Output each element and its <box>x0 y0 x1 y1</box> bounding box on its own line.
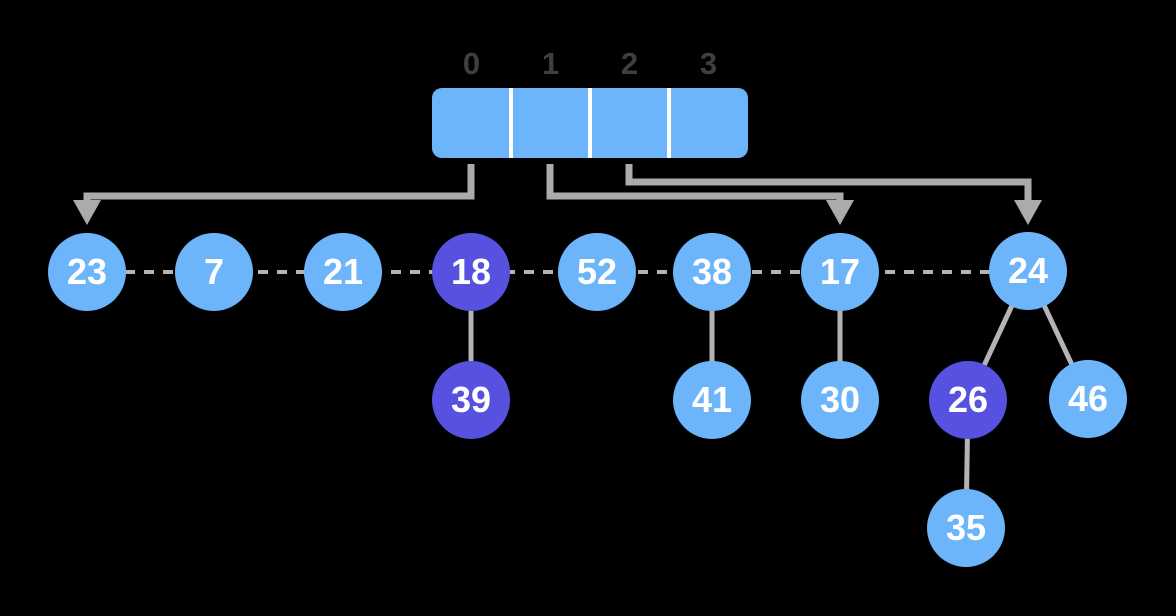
heap-node-21: 21 <box>304 233 382 311</box>
heap-node-7: 7 <box>175 233 253 311</box>
heap-node-26: 26 <box>929 361 1007 439</box>
heap-node-39: 39 <box>432 361 510 439</box>
heap-node-30: 30 <box>801 361 879 439</box>
array-index-label-0: 0 <box>462 46 481 81</box>
heap-node-38: 38 <box>673 233 751 311</box>
heap-node-17: 17 <box>801 233 879 311</box>
arrowhead-bucket1-icon <box>826 200 854 225</box>
arrow-bucket2-to-24 <box>625 164 1032 201</box>
array-index-label-2: 2 <box>620 46 639 81</box>
array-cell-divider <box>588 88 592 158</box>
heap-node-41: 41 <box>673 361 751 439</box>
heap-node-24: 24 <box>989 232 1067 310</box>
heap-node-18: 18 <box>432 233 510 311</box>
array-cell-divider <box>509 88 513 158</box>
array-cell-divider <box>667 88 671 158</box>
arrowhead-bucket0-icon <box>73 200 101 225</box>
array-index-label-3: 3 <box>699 46 718 81</box>
array-index-label-1: 1 <box>541 46 560 81</box>
arrow-bucket0-to-23 <box>83 164 475 201</box>
heap-node-46: 46 <box>1049 360 1127 438</box>
heap-node-23: 23 <box>48 233 126 311</box>
heap-node-52: 52 <box>558 233 636 311</box>
arrowhead-bucket2-icon <box>1014 200 1042 225</box>
heap-node-35: 35 <box>927 489 1005 567</box>
arrow-bucket1-to-17 <box>546 164 844 201</box>
degree-array <box>432 88 748 158</box>
